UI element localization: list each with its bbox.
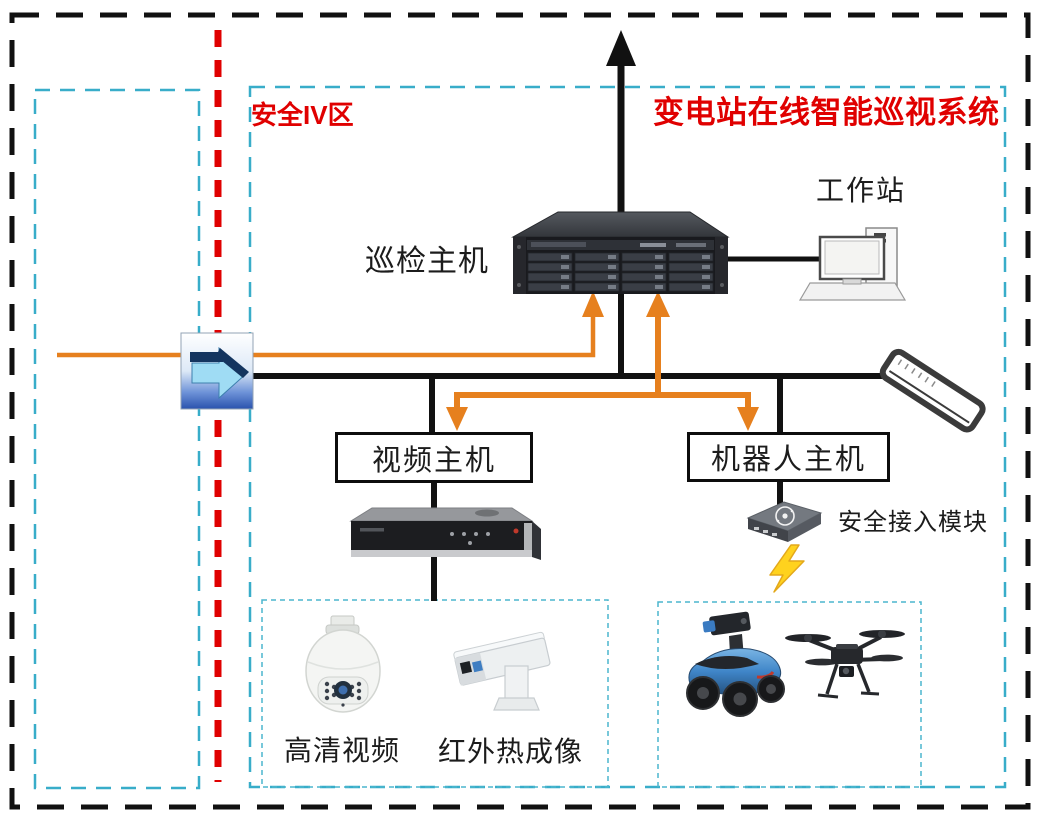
video-host-box-label: 视频主机 <box>371 444 496 477</box>
inspection-robot-icon <box>686 611 785 717</box>
outer-dashed-border <box>9 12 1031 810</box>
firewall-gateway-arrow-icon <box>180 332 254 410</box>
security-access-module-label: 安全接入模块 <box>838 510 988 536</box>
network-switch-icon <box>879 348 986 433</box>
lightning-wireless-icon <box>769 544 805 593</box>
robot-host-box-label: 机器人主机 <box>710 444 866 476</box>
robot-host-box: 机器人主机 <box>687 432 890 482</box>
system-title: 变电站在线智能巡视系统 <box>653 95 1000 130</box>
robot-group-dashed-box <box>657 601 922 788</box>
inspection-host-label: 巡检主机 <box>365 245 489 278</box>
workstation-icon <box>798 227 907 301</box>
dome-camera-icon <box>305 615 381 713</box>
left-zone-dashed-box <box>33 88 201 790</box>
security-access-module-icon <box>746 501 823 542</box>
system-zone-dashed-box <box>248 85 1007 789</box>
workstation-label: 工作站 <box>816 176 907 207</box>
video-host-box: 视频主机 <box>335 432 533 483</box>
hd-video-camera-label: 高清视频 <box>284 736 401 767</box>
thermal-camera-label: 红外热成像 <box>438 737 584 768</box>
network-lines <box>253 256 898 601</box>
orange-flow-lines <box>57 291 759 431</box>
security-zone-label: 安全IV区 <box>251 100 354 130</box>
thermal-camera-icon <box>453 631 551 711</box>
nvr-icon <box>349 507 541 560</box>
drone-icon <box>785 630 905 699</box>
uplink-arrow-icon <box>606 30 636 232</box>
inspection-host-server-icon <box>511 211 730 294</box>
